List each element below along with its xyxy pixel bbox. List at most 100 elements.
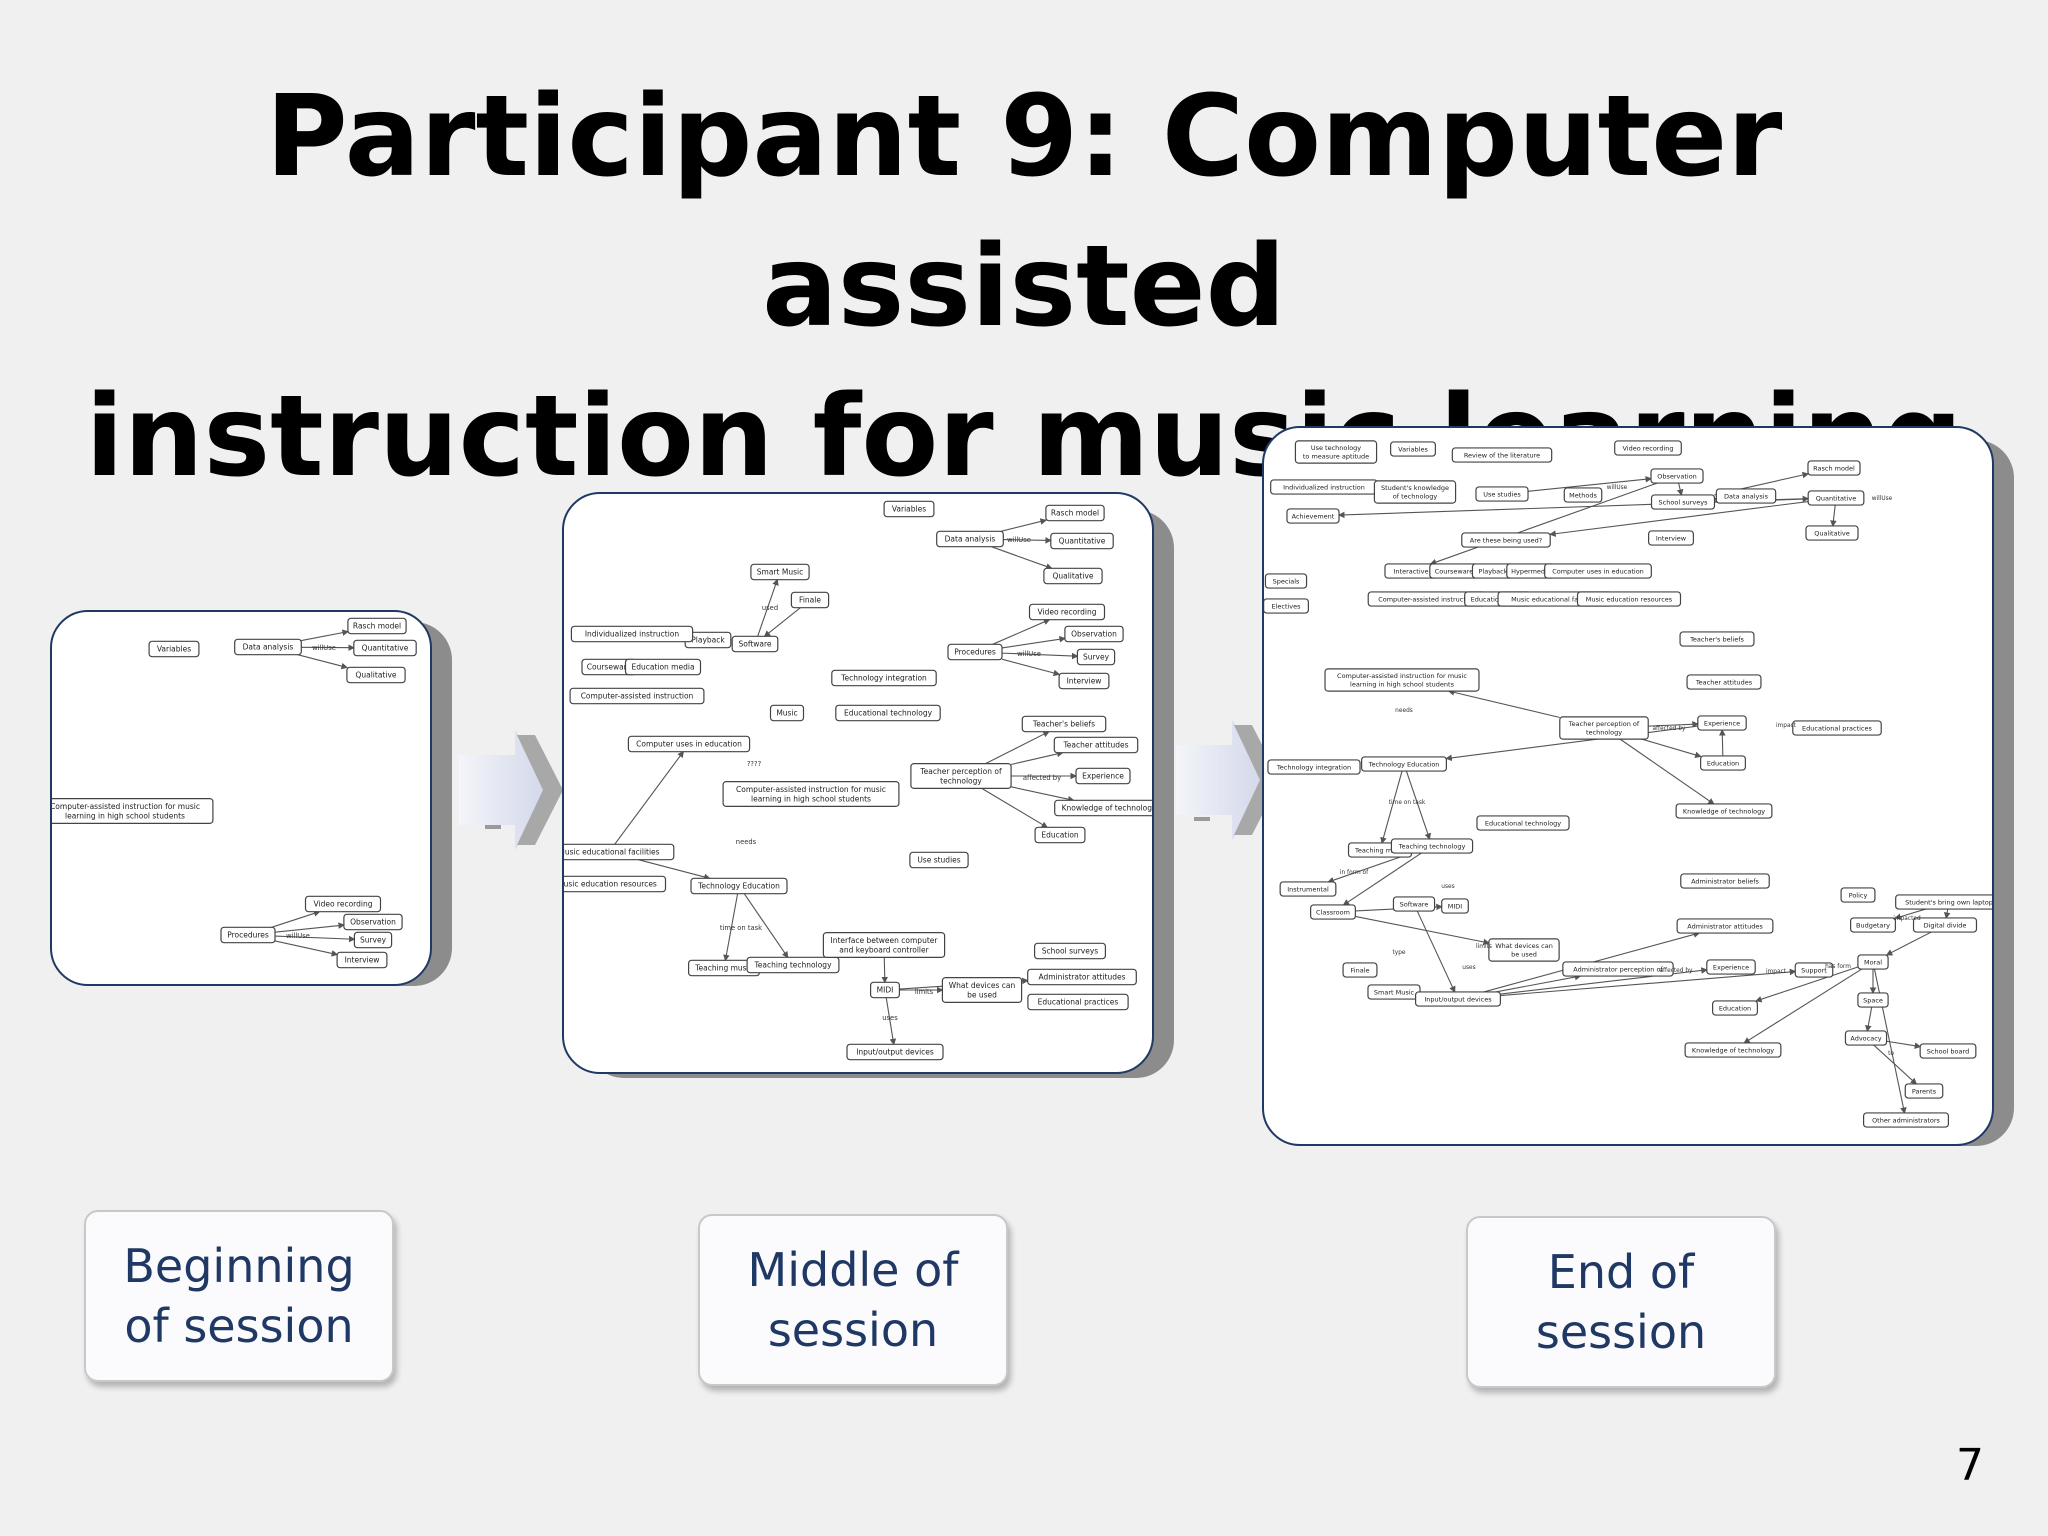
- map-node-box: [1415, 991, 1502, 1007]
- map-node-label: What devices can: [1495, 942, 1553, 950]
- map-connector: [297, 654, 348, 670]
- map-node-label: learning in high school students: [1350, 680, 1455, 688]
- map-node-box: [1563, 487, 1603, 503]
- map-node-label: Review of the literature: [1464, 451, 1540, 459]
- map-node-label: School board: [1927, 1047, 1969, 1055]
- map-node: Music education resources: [1576, 591, 1682, 607]
- map-node-box: [1021, 715, 1107, 733]
- map-node-label: Courseware: [587, 663, 632, 672]
- map-node: Music: [769, 704, 805, 722]
- map-node-label: Variables: [157, 645, 191, 654]
- map-connector: [1873, 1044, 1918, 1085]
- map-node-label: Administrator attitudes: [1687, 922, 1763, 930]
- map-node: Interview: [1648, 530, 1694, 546]
- map-node-box: [1390, 441, 1436, 457]
- map-node-label: Smart Music: [757, 568, 803, 577]
- map-link-label: needs: [736, 838, 757, 846]
- map-node-box: [564, 875, 667, 893]
- map-node-label: Computer-assisted instruction for music: [736, 785, 886, 794]
- map-node-label: Observation: [350, 918, 396, 927]
- map-link-label: used: [762, 604, 778, 612]
- map-node-label: Quantitative: [1816, 494, 1856, 502]
- map-node-box: [1895, 894, 1992, 910]
- map-node-label: to measure aptitude: [1303, 452, 1369, 460]
- map-connector: [1943, 908, 1951, 920]
- map-link-label: limits: [1476, 944, 1492, 950]
- map-node-box: [624, 658, 702, 676]
- map-node-box: [1706, 959, 1756, 975]
- map-node-label: Are these being used?: [1470, 536, 1542, 544]
- map-connector: [274, 935, 356, 943]
- map-connector: [1003, 537, 1052, 544]
- map-link-label: ????: [747, 760, 762, 768]
- map-node: Qualitative: [1043, 567, 1103, 585]
- map-node: Rasch model: [347, 617, 407, 635]
- map-node: Use studies: [1475, 486, 1529, 502]
- map-node-box: [1461, 532, 1551, 548]
- map-link-label: impacted: [1893, 916, 1921, 922]
- map-node-box: [1862, 1112, 1949, 1128]
- map-node-label: Achievement: [1292, 512, 1335, 520]
- map-node: Teacher's beliefs: [1679, 631, 1755, 647]
- map-node-box: [353, 639, 417, 657]
- map-node-box: [1058, 672, 1110, 690]
- map-node: School surveys: [1650, 494, 1716, 510]
- map-node-label: Teaching music: [694, 964, 753, 973]
- map-node-label: Instrumental: [1287, 885, 1329, 893]
- map-link-label: willUse: [1872, 496, 1893, 502]
- map-node: Knowledge of technology: [1675, 803, 1773, 819]
- map-node: Technology integration: [1267, 759, 1361, 775]
- map-node: Video recording: [1028, 603, 1106, 621]
- map-connector: [757, 578, 779, 637]
- map-node: Interview: [1058, 672, 1110, 690]
- map-node: Qualitative: [1805, 525, 1859, 541]
- map-node-label: Procedures: [227, 931, 269, 940]
- map-node-box: [1373, 480, 1457, 504]
- map-node: Support: [1794, 962, 1834, 978]
- map-node: Computer uses in education: [1544, 563, 1652, 579]
- map-node-label: Software: [738, 640, 771, 649]
- map-link-label: uses: [882, 1014, 898, 1022]
- map-node-label: Procedures: [954, 648, 996, 657]
- map-node-box: [1064, 625, 1124, 643]
- map-link-label: time on task: [1389, 800, 1426, 806]
- map-node-label: Knowledge of technology: [1062, 804, 1152, 813]
- map-node: Variables: [883, 500, 935, 518]
- map-node-box: [148, 640, 200, 658]
- map-node: Procedures: [947, 643, 1003, 661]
- map-node-box: [1075, 767, 1131, 785]
- map-node: MIDI: [870, 981, 901, 999]
- map-node-label: Student's knowledge: [1381, 484, 1449, 492]
- map-node: Technology Education: [1360, 756, 1448, 772]
- map-connector: [1380, 770, 1403, 844]
- map-node-label: Classroom: [1316, 908, 1350, 916]
- map-link-label: type: [1392, 950, 1405, 956]
- map-link-label: impact: [1776, 723, 1797, 729]
- map-node-box: [52, 798, 214, 824]
- map-connector: [638, 859, 711, 881]
- map-node-box: [1794, 962, 1834, 978]
- map-node-box: [1919, 1043, 1977, 1059]
- map-connector: [1619, 738, 1715, 805]
- map-node-label: Teacher perception of: [1568, 720, 1640, 728]
- map-node-box: [1310, 904, 1356, 920]
- map-node: Procedures: [220, 926, 276, 944]
- map-node-box: [1840, 887, 1876, 903]
- map-node: Teaching technology: [746, 956, 840, 974]
- map-node-box: [910, 763, 1012, 789]
- map-node-box: [1648, 530, 1694, 546]
- map-node-box: [336, 951, 388, 969]
- map-node-label: Data analysis: [945, 535, 996, 544]
- map-node-label: Knowledge of technology: [1683, 807, 1765, 815]
- map-node-label: Other administrators: [1872, 1116, 1940, 1124]
- map-node-label: Computer-assisted instruction: [581, 692, 694, 701]
- map-node: Quantitative: [353, 639, 417, 657]
- progress-arrow-1: [459, 730, 563, 850]
- map-link-label: to: [1888, 1051, 1894, 1057]
- map-node-label: Music: [776, 709, 797, 718]
- map-node-label: Experience: [1082, 772, 1124, 781]
